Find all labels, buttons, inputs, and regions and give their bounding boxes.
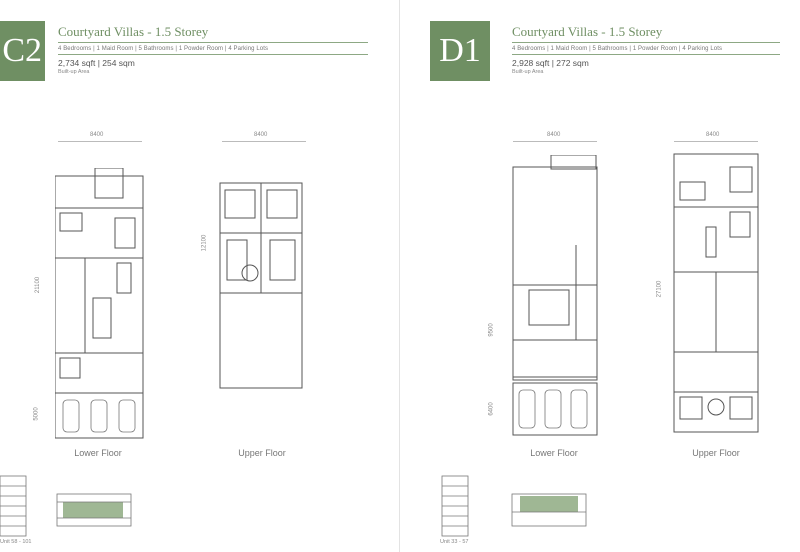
dim-line <box>58 141 142 142</box>
unit-range-d1: Unit 33 - 57 <box>440 539 469 545</box>
upper-floor-label-d1: Upper Floor <box>692 448 740 458</box>
section-diagram-c2 <box>56 493 132 527</box>
villa-title-c2: Courtyard Villas - 1.5 Storey <box>58 24 209 39</box>
upper-width-dim-d1: 8400 <box>706 132 720 138</box>
built-up-area-d1: 2,928 sqft | 272 sqm <box>512 58 589 68</box>
upper-height-dim-d1: 27100 <box>656 280 663 298</box>
title-rule <box>512 42 780 43</box>
lower-floor-plan-d1 <box>512 155 598 436</box>
section-diagram-d1 <box>511 493 587 527</box>
upper-floor-plan-d1 <box>673 153 759 433</box>
spec-rule <box>58 54 368 55</box>
lower-floor-plan-c2 <box>55 168 144 439</box>
built-up-area-label: Built-up Area <box>512 69 544 75</box>
dim-line <box>674 141 758 142</box>
title-rule <box>58 42 368 43</box>
unit-range-c2: Unit 58 - 101 <box>0 539 32 545</box>
built-up-area-c2: 2,734 sqft | 254 sqm <box>58 58 135 68</box>
page-gutter <box>399 0 400 552</box>
lower-floor-label-c2: Lower Floor <box>74 448 122 458</box>
lower-height-dim-c2: 21100 <box>35 276 42 294</box>
dim-line <box>222 141 306 142</box>
spec-rule <box>512 54 780 55</box>
lower-height-dim-d1: 9500 <box>488 323 495 337</box>
upper-floor-label-c2: Upper Floor <box>238 448 286 458</box>
site-key-plan-d1 <box>441 475 469 537</box>
lower-width-dim-c2: 8400 <box>90 132 104 138</box>
room-spec-c2: 4 Bedrooms | 1 Maid Room | 5 Bathrooms |… <box>58 46 269 52</box>
lower-height2-dim-d1: 6400 <box>488 402 495 416</box>
unit-type-badge-d1: D1 <box>430 21 490 81</box>
room-spec-d1: 4 Bedrooms | 1 Maid Room | 5 Bathrooms |… <box>512 46 723 52</box>
lower-height2-dim-c2: 5000 <box>33 407 40 421</box>
lower-floor-label-d1: Lower Floor <box>530 448 578 458</box>
dim-line <box>513 141 597 142</box>
lower-width-dim-d1: 8400 <box>547 132 561 138</box>
upper-height-dim-c2: 12100 <box>201 234 208 252</box>
header-d1: Courtyard Villas - 1.5 Storey 4 Bedrooms… <box>512 24 780 75</box>
built-up-area-label: Built-up Area <box>58 69 90 75</box>
header-c2: Courtyard Villas - 1.5 Storey 4 Bedrooms… <box>58 24 368 75</box>
upper-floor-plan-c2 <box>219 182 303 389</box>
site-key-plan-c2 <box>0 475 27 537</box>
upper-width-dim-c2: 8400 <box>254 132 268 138</box>
unit-type-badge-c2: C2 <box>0 21 45 81</box>
villa-title-d1: Courtyard Villas - 1.5 Storey <box>512 24 663 39</box>
